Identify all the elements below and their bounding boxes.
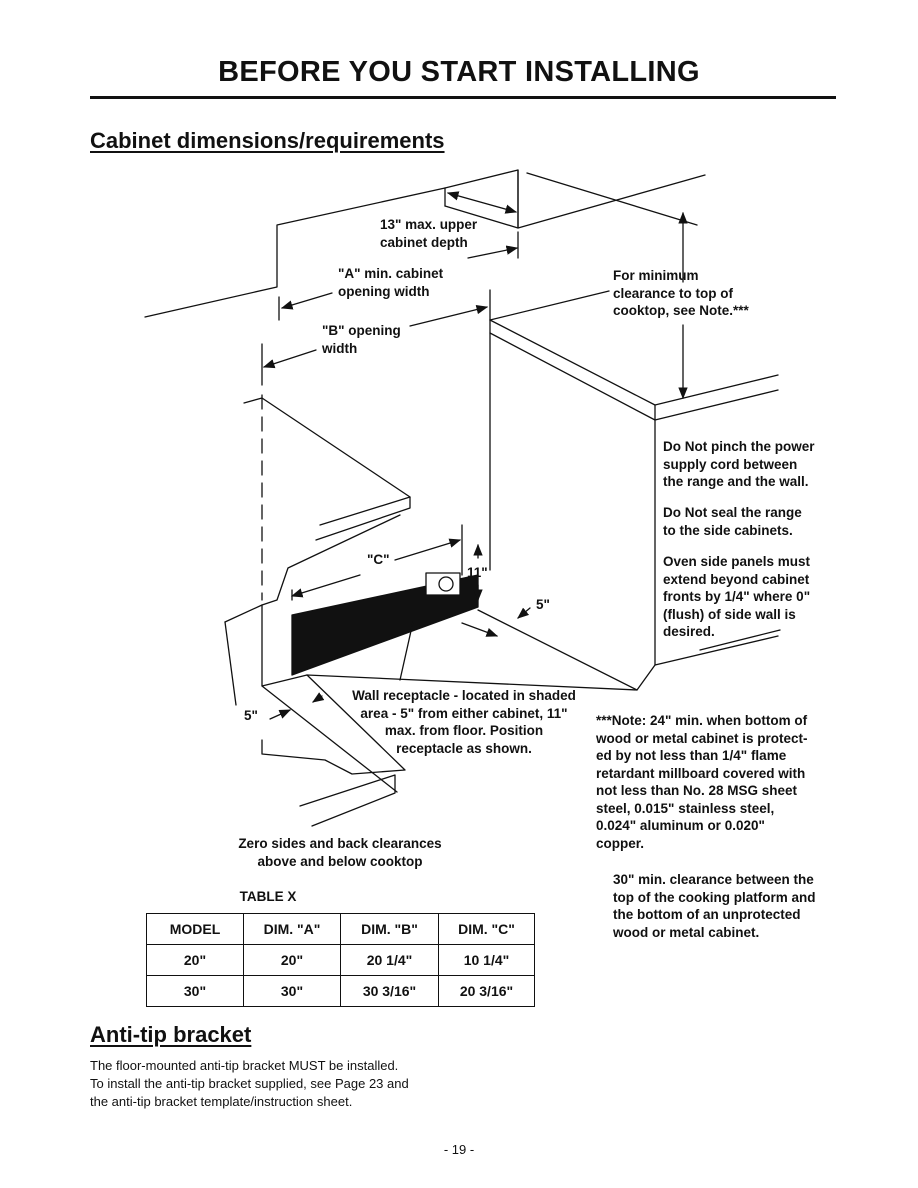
b-opening-label: "B" opening width (322, 323, 401, 356)
upper-cabinet-outline (144, 187, 446, 318)
a-opening-label: "A" min. cabinet opening width (338, 266, 444, 299)
table-cell: 20" (146, 944, 244, 976)
five-inch-left-label: 5" (244, 708, 258, 723)
table-cell: 30" (243, 975, 341, 1007)
table-header-cell: MODEL (146, 913, 244, 945)
page-number: - 19 - (443, 1142, 475, 1157)
table-cell: 20 3/16" (438, 975, 535, 1007)
table-header-cell: DIM. "C" (438, 913, 535, 945)
receptacle-shaded-area (291, 574, 479, 676)
antitip-text: The floor-mounted anti-tip bracket MUST … (90, 1058, 409, 1109)
c-dimension-label: "C" (367, 552, 390, 567)
upper-depth-label: 13" max. upper cabinet depth (380, 217, 478, 250)
power-cord-note: Do Not pinch the power supply cord betwe… (663, 439, 815, 489)
b-width-arrow-left (262, 349, 317, 369)
table-header-row: MODEL DIM. "A" DIM. "B" DIM. "C" (146, 913, 535, 945)
zero-clearance-label: Zero sides and back clearances above and… (238, 836, 442, 869)
side-panel-note: Oven side panels must extend beyond cabi… (663, 554, 811, 639)
page-title: BEFORE YOU START INSTALLING (218, 56, 700, 88)
range-cooktop (489, 319, 779, 406)
table-cell: 30" (146, 975, 244, 1007)
upper-cabinet-right (517, 169, 706, 229)
floor-outline (224, 604, 656, 691)
seal-note: Do Not seal the range to the side cabine… (663, 505, 802, 538)
min-clearance-label: For minimum clearance to top of cooktop,… (613, 268, 749, 318)
a-width-arrow-left (280, 292, 333, 310)
table-caption: TABLE X (239, 889, 297, 904)
b-width-arrow-right (409, 304, 489, 327)
clearance-30-note: 30" min. clearance between the top of th… (613, 872, 816, 940)
table-row: 20" 20" 20 1/4" 10 1/4" (146, 944, 535, 976)
upper-depth-arrow (446, 191, 518, 214)
c-width-arrow-right (394, 538, 462, 561)
table-header-cell: DIM. "A" (243, 913, 341, 945)
antitip-heading: Anti-tip bracket (90, 1022, 252, 1047)
upper-cabinet-top (526, 172, 698, 226)
title-divider (90, 96, 836, 99)
dimensions-table: MODEL DIM. "A" DIM. "B" DIM. "C" 20" 20"… (146, 913, 535, 1007)
cabinet-section-heading: Cabinet dimensions/requirements (90, 128, 445, 153)
table-cell: 10 1/4" (438, 944, 535, 976)
left-cabinet-top (243, 397, 411, 541)
receptacle-label: Wall receptacle - located in shaded area… (352, 688, 576, 756)
eleven-inch-label: 11" (467, 565, 488, 580)
c-width-arrow-left (290, 574, 361, 598)
table-cell: 30 3/16" (340, 975, 439, 1007)
table-row: 30" 30" 30 3/16" 20 3/16" (146, 975, 535, 1007)
table-cell: 20" (243, 944, 341, 976)
table-header-cell: DIM. "B" (340, 913, 439, 945)
five-inch-right-label: 5" (536, 597, 550, 612)
clearance-24-note: ***Note: 24" min. when bottom of wood or… (596, 713, 808, 851)
table-cell: 20 1/4" (340, 944, 439, 976)
